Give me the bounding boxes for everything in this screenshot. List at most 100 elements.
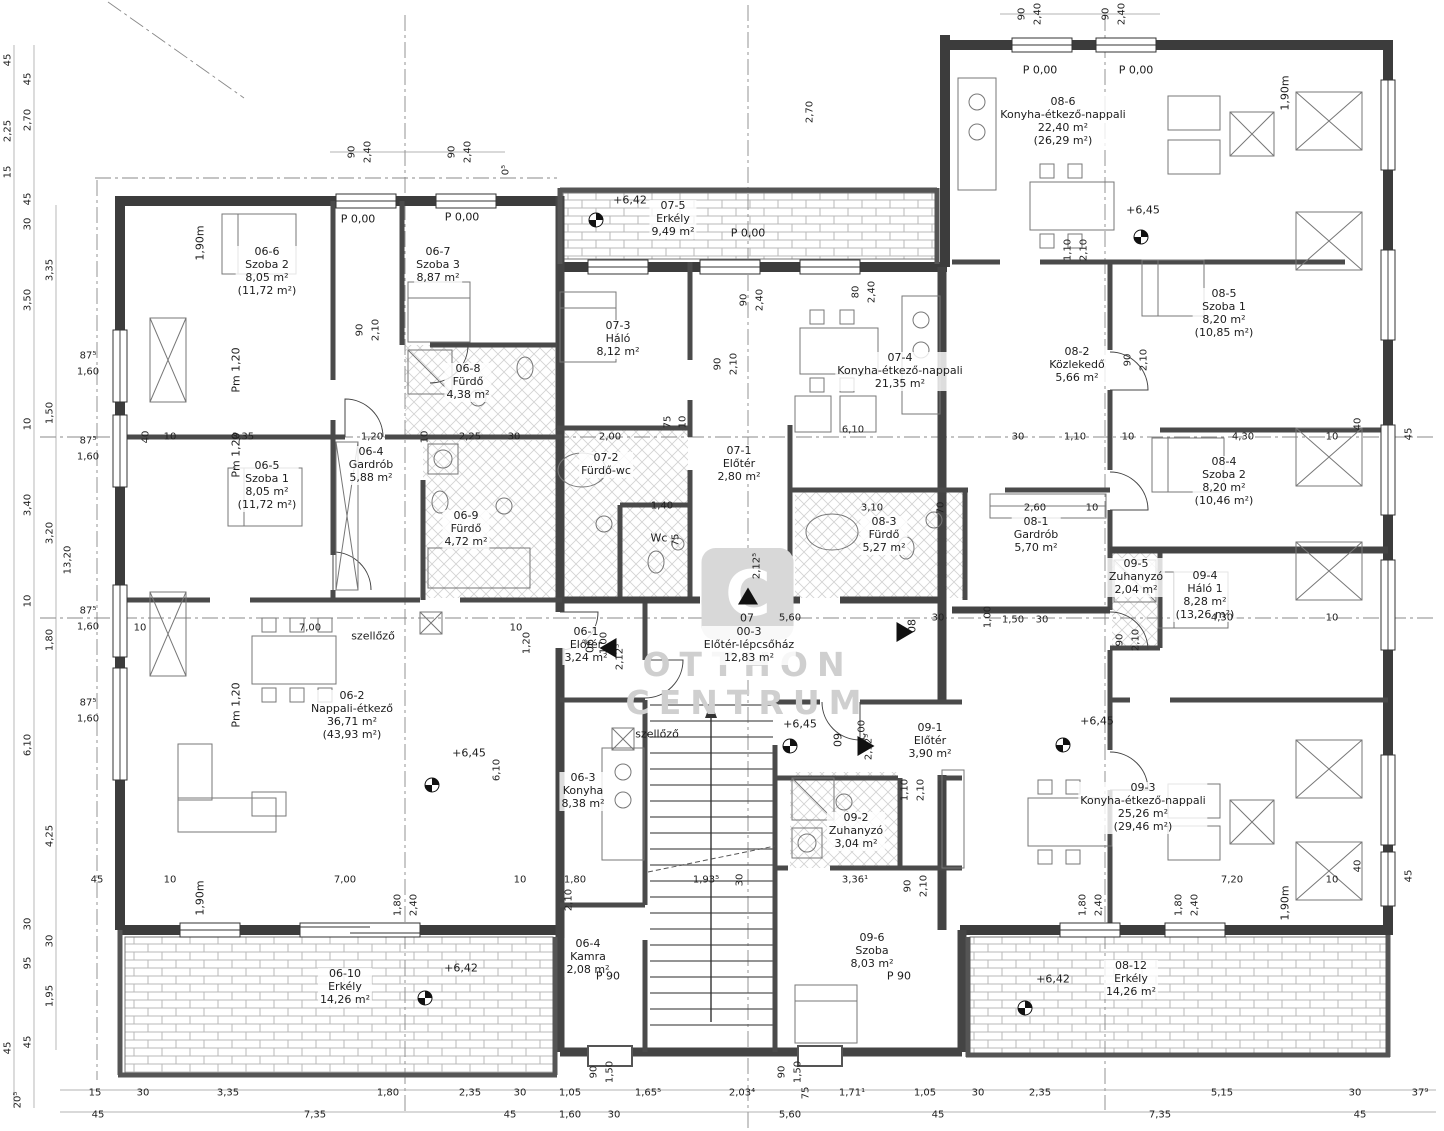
dimension-label: 2,25 xyxy=(2,119,14,143)
dimension-label: 95 xyxy=(22,956,34,970)
text-label: 1,90m xyxy=(1278,75,1292,111)
dimension-lines xyxy=(13,13,1436,1113)
dimension-label: 1,10 xyxy=(1062,238,1074,262)
text-label: P 0,00 xyxy=(340,212,376,226)
dimension-label: 10 xyxy=(1121,431,1135,443)
dimension-label: 30 xyxy=(1348,1087,1362,1099)
dimension-label: 7,35 xyxy=(303,1109,327,1121)
dimension-label: 30 xyxy=(22,217,34,231)
dimension-label: 10 xyxy=(1085,502,1099,514)
dimension-label: 30 xyxy=(507,431,521,443)
dimension-label: 37⁹ xyxy=(1411,1087,1429,1099)
dimension-label: 7,20 xyxy=(1220,874,1244,886)
text-label: P 0,00 xyxy=(1118,63,1154,77)
dimension-label: 1,50 xyxy=(792,1060,804,1084)
text-label: 1,90m xyxy=(193,225,207,261)
dimension-label: 1,05 xyxy=(558,1087,582,1099)
dimension-label: 2,10 xyxy=(1130,628,1142,652)
dimension-label: 1,80 xyxy=(376,1087,400,1099)
dimension-label: 2,35 xyxy=(1028,1087,1052,1099)
dimension-label: 3,35 xyxy=(231,431,255,443)
dimension-label: 2,00 xyxy=(598,431,622,443)
dimension-label: 3,36¹ xyxy=(841,874,869,886)
dimension-label: 90 xyxy=(354,323,366,337)
dimension-label: 30 xyxy=(607,1109,621,1121)
door-thresholds xyxy=(587,1045,843,1067)
interior-walls xyxy=(115,201,1388,1052)
dimension-label: 45 xyxy=(90,874,104,886)
dimension-label: 10 xyxy=(163,874,177,886)
dimension-label: 1,80 xyxy=(1173,893,1185,917)
dimension-label: 45 xyxy=(2,53,14,67)
dimension-label: 2,10 xyxy=(918,874,930,898)
dimension-label: 1,80 xyxy=(392,893,404,917)
dimension-label: 90 xyxy=(588,1065,600,1079)
dimension-label: 2,10 xyxy=(563,888,575,912)
dimension-label: 10 xyxy=(1325,874,1339,886)
dimension-label: 2,40 xyxy=(408,893,420,917)
dimension-label: 10 xyxy=(1325,612,1339,624)
dimension-label: 87⁵ xyxy=(79,697,97,709)
text-label: P 90 xyxy=(886,969,912,983)
dimension-label: 1,50 xyxy=(1001,614,1025,626)
text-label: Wc xyxy=(650,531,668,545)
dimension-label: 45 xyxy=(22,1035,34,1049)
dimension-label: 7,35 xyxy=(1148,1109,1172,1121)
dimension-label: 10 xyxy=(509,622,523,634)
dimension-label: 10 xyxy=(22,594,34,608)
dimension-label: 1,80 xyxy=(563,874,587,886)
dimension-label: 30 xyxy=(1011,431,1025,443)
text-label: szellőző xyxy=(351,629,395,643)
entrance-arrow-icon xyxy=(896,622,914,642)
dimension-label: 90 xyxy=(1016,7,1028,21)
dimension-label: 30 xyxy=(513,1087,527,1099)
dimension-label: 2,35 xyxy=(458,1087,482,1099)
dimension-label: 1,65⁵ xyxy=(634,1087,662,1099)
dimension-label: 1,60 xyxy=(558,1109,582,1121)
dimension-label: 45 xyxy=(22,192,34,206)
entrance-arrow-icon xyxy=(738,587,758,605)
dimension-label: 3,50 xyxy=(22,288,34,312)
dimension-label: 2,10 xyxy=(1078,238,1090,262)
dimension-label: 2,25 xyxy=(458,431,482,443)
dimension-label: 4,25 xyxy=(44,824,56,848)
dimension-label: 10 xyxy=(677,415,689,429)
dimension-label: 30 xyxy=(931,612,945,624)
dimension-label: 13,20 xyxy=(62,545,74,575)
text-label: +6,45 xyxy=(783,717,817,731)
dimension-label: 1,05 xyxy=(913,1087,937,1099)
dimension-label: 2,40 xyxy=(462,140,474,164)
text-label: +6,45 xyxy=(1080,714,1114,728)
dimension-label: 5,15 xyxy=(1210,1087,1234,1099)
entrance-arrow-icon xyxy=(857,736,875,756)
dimension-label: 30 xyxy=(1035,614,1049,626)
level-marker-icon xyxy=(588,212,604,228)
text-label: +6,45 xyxy=(1126,203,1160,217)
balcony-walls xyxy=(117,187,1391,1078)
dimension-label: 2,40 xyxy=(362,140,374,164)
dimension-label: 3,20 xyxy=(44,521,56,545)
dimension-label: 45 xyxy=(1353,1109,1367,1121)
dimension-label: 30 xyxy=(44,934,56,948)
dimension-label: 87⁵ xyxy=(79,435,97,447)
dimension-label: 30 xyxy=(22,917,34,931)
entrance-arrow-icon xyxy=(599,638,617,658)
